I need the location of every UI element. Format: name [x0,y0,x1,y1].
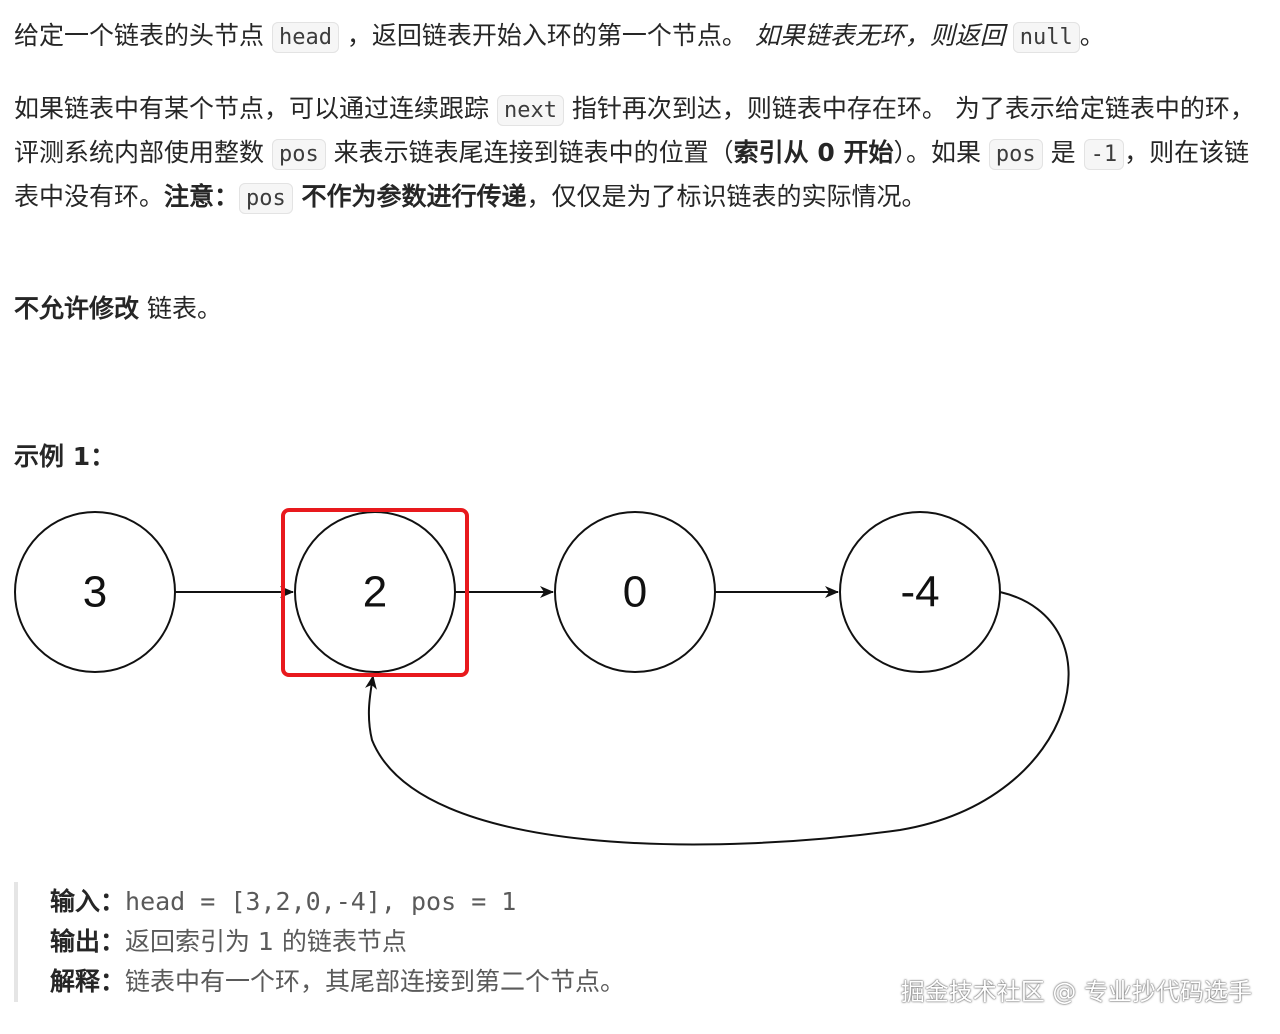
code-null: null [1012,22,1080,53]
example-output-line: 输出：返回索引为 1 的链表节点 [50,922,910,962]
example-input-line: 输入：head = [3,2,0,-4], pos = 1 [50,882,910,922]
bold-text: 索引从 0 开始 [733,138,894,167]
emphasis-text: 如果链表无环，则返回 [754,21,1013,50]
list-node: 3 [14,511,176,673]
problem-paragraph-3: 不允许修改 链表。 [14,288,1259,330]
list-node: 2 [294,511,456,673]
linked-list-diagram: 3 2 0 -4 [14,508,1070,846]
bold-text: 不作为参数进行传递 [292,182,527,211]
code-pos: pos [239,183,293,214]
node-label: -4 [900,568,939,617]
text: 是 [1042,138,1084,167]
bold-text: 注意： [164,182,240,211]
problem-paragraph-2: 如果链表中有某个节点，可以通过连续跟踪 next 指针再次到达，则链表中存在环。… [14,88,1259,220]
list-node: -4 [839,511,1001,673]
node-label: 3 [83,568,107,617]
bold-text: 不允许修改 [14,294,140,323]
output-label: 输出： [50,927,126,956]
text: ，仅仅是为了标识链表的实际情况。 [526,182,927,211]
text: 。 [1079,21,1105,50]
text: 指针再次到达，则链表中存在环。 为了表示给定链表中的环，评测系统内部使用整数 [14,94,1255,167]
text: 来表示链表尾连接到链表中的位置（ [325,138,734,167]
text: ）。如果 [893,138,989,167]
code-pos: pos [271,139,326,170]
node-label: 2 [363,568,387,617]
code-next: next [496,95,564,126]
cycle-entry-highlight [281,508,469,677]
example-title: 示例 1： [14,436,1259,478]
example-title-text: 示例 1： [14,442,116,471]
example-block: 输入：head = [3,2,0,-4], pos = 1 输出：返回索引为 1… [14,882,910,1002]
watermark: 掘金技术社区 @ 专业抄代码选手 [900,978,1252,1006]
problem-paragraph-1: 给定一个链表的头节点 head ，返回链表开始入环的第一个节点。 如果链表无环，… [14,15,1259,59]
output-value: 返回索引为 1 的链表节点 [125,927,407,956]
node-label: 0 [623,568,647,617]
code-pos: pos [988,139,1043,170]
explain-label: 解释： [50,967,126,996]
cycle-arrow-edge [365,591,1070,846]
text: 给定一个链表的头节点 [14,21,272,50]
code-neg-one: -1 [1083,139,1125,170]
text: 如果链表中有某个节点，可以通过连续跟踪 [14,94,497,123]
example-explain-line: 解释：链表中有一个环，其尾部连接到第二个节点。 [50,962,910,1002]
text: ，则在该链表中没有环。 [14,138,1250,211]
text: ，返回链表开始入环的第一个节点。 [338,21,755,50]
list-node: 0 [554,511,716,673]
input-label: 输入： [50,887,126,916]
explain-value: 链表中有一个环，其尾部连接到第二个节点。 [125,967,626,996]
code-head: head [271,22,339,53]
input-value: head = [3,2,0,-4], pos = 1 [125,887,517,916]
text: 链表。 [139,294,222,323]
